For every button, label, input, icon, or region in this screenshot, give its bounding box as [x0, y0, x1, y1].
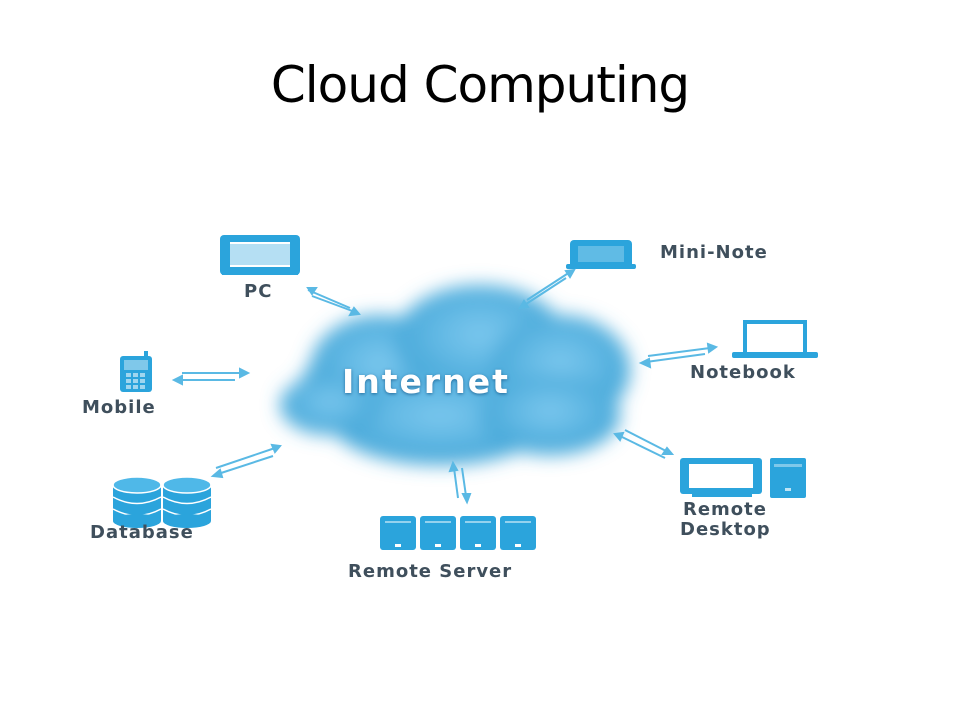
mobile-label: Mobile — [82, 397, 156, 418]
notebook-label: Notebook — [690, 362, 796, 383]
arrow-database-cloud-icon — [210, 443, 282, 479]
slide-title: Cloud Computing — [270, 56, 690, 114]
mini-note-icon — [566, 240, 636, 269]
remote-server-icon — [380, 516, 536, 550]
arrow-mininote-cloud-icon — [518, 268, 576, 310]
diagram-graphics — [112, 235, 818, 550]
cloud-diagram: Internet PC Mini-Note Mobile Notebook Da… — [80, 220, 850, 600]
mini-note-label: Mini-Note — [660, 242, 768, 263]
remote-server-label: Remote Server — [348, 561, 513, 582]
pc-icon — [220, 235, 300, 275]
arrow-pc-cloud-icon — [306, 287, 361, 317]
remote-desktop-label-line1: Remote — [682, 499, 767, 520]
arrow-mobile-cloud-icon — [171, 367, 251, 386]
database-icon — [112, 476, 212, 528]
arrow-notebook-cloud-icon — [638, 342, 719, 369]
arrow-remoteserver-cloud-icon — [448, 460, 472, 505]
pc-label: PC — [244, 281, 273, 302]
notebook-icon — [732, 320, 818, 358]
remote-desktop-icon — [680, 458, 806, 498]
remote-desktop-label-line2: Desktop — [680, 519, 771, 540]
internet-cloud-icon — [280, 285, 630, 465]
remote-desktop-label: Remote Desktop — [680, 500, 770, 540]
arrow-remotedesktop-cloud-icon — [613, 429, 675, 459]
database-label: Database — [90, 522, 194, 543]
internet-label: Internet — [342, 362, 510, 401]
mobile-icon — [120, 351, 152, 392]
